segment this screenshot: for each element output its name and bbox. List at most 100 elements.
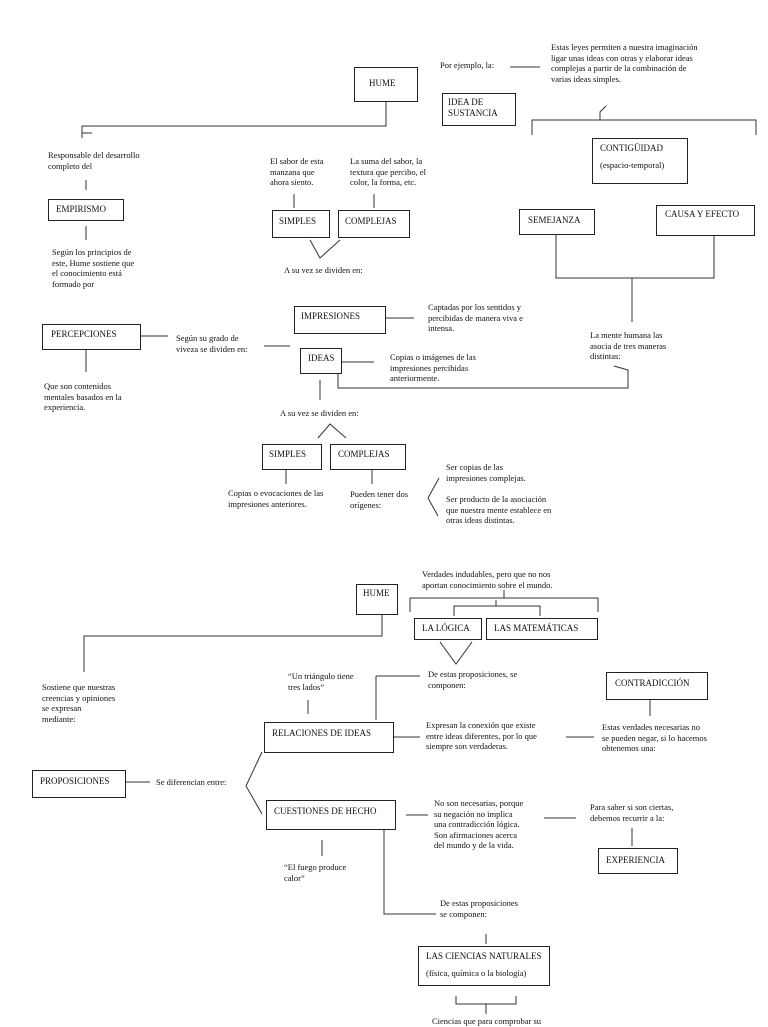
text-line: La mente humana las [590, 330, 663, 340]
suma-text: La suma del sabor, la textura que percib… [350, 156, 426, 188]
ciencias-box: LAS CIENCIAS NATURALES (física, química … [418, 946, 550, 986]
ser-producto-text: Ser producto de la asociación que nuestr… [446, 494, 551, 526]
verdades-text: Verdades indudables, pero que no nos apo… [422, 569, 553, 590]
text-line: completo del [48, 160, 93, 171]
logica-box: LA LÓGICA [414, 618, 482, 640]
percepciones-box: PERCEPCIONES [42, 324, 141, 350]
text-line: tres lados” [288, 681, 325, 692]
text-line: siempre son verdaderas. [426, 741, 508, 751]
idea-sustancia-line: IDEA DE [448, 97, 484, 107]
ciencias-que-text: Ciencias que para comprobar su [432, 1016, 542, 1026]
text-line: se componen: [440, 908, 487, 919]
triangulo-text: “Un triángulo tiene tres lados” [288, 671, 354, 692]
text-line: orígenes: [350, 499, 382, 510]
ciencias-sub: (física, química o la biología) [426, 968, 527, 978]
text-line: ahora siento. [270, 177, 314, 187]
copias-text: Copias o imágenes de las impresiones per… [390, 352, 476, 384]
text-line: complejas a partir de la combinación de [551, 63, 687, 73]
text-line: Para saber si son ciertas, [590, 802, 674, 812]
text-line: Según los principios de [52, 247, 132, 257]
cuestiones-box: CUESTIONES DE HECHO [266, 800, 396, 830]
text-line: asocia de tres maneras [590, 340, 667, 351]
contiguidad-box: CONTIGÜIDAD (espacio-temporal) [592, 138, 688, 184]
text-line: mediante: [42, 713, 76, 724]
pueden-tener-text: Pueden tener dos orígenes: [350, 489, 408, 510]
contradiccion-box: CONTRADICCIÓN [606, 672, 708, 700]
text-line: obtenemos una: [602, 743, 656, 753]
text-line: impresiones anteriores. [228, 498, 307, 509]
simples-box-1: SIMPLES [272, 210, 330, 238]
text-line: Ser producto de la asociación [446, 494, 547, 504]
text-line: color, la forma, etc. [350, 177, 417, 187]
contiguidad-sub: (espacio-temporal) [600, 160, 665, 170]
text-line: “Un triángulo tiene [288, 671, 354, 681]
text-line: Sostiene que nuestras [42, 682, 116, 692]
sostiene-text: Sostiene que nuestras creencias y opinio… [42, 682, 115, 724]
relaciones-box: RELACIONES DE IDEAS [264, 722, 394, 753]
text-line: percibidas de manera viva e [428, 312, 523, 323]
fuego-text: “El fuego produce calor” [284, 862, 346, 883]
para-saber-text: Para saber si son ciertas, debemos recur… [590, 802, 673, 823]
text-line: impresiones complejas. [446, 472, 526, 483]
text-line: Responsable del desarrollo [48, 150, 140, 160]
text-line: del mundo y de la vida. [434, 840, 514, 850]
text-line: Copias o imágenes de las [390, 352, 476, 362]
text-line: viveza se dividen en: [176, 343, 248, 354]
text-line: De estas proposiciones, se [428, 669, 518, 679]
text-line: experiencia. [44, 402, 86, 412]
text-line: creencias y opiniones [42, 692, 116, 703]
text-line: una contradicción lógica. [434, 819, 520, 829]
no-necesarias-text: No son necesarias, porque su negación no… [434, 798, 523, 851]
text-line: varias ideas simples. [551, 73, 622, 84]
segun-principios-text: Según los principios de este, Hume sosti… [52, 247, 134, 289]
text-line: anteriormente. [390, 373, 440, 383]
text-line: intensa. [428, 323, 455, 333]
a-su-vez-text-1: A su vez se dividen en: [284, 265, 363, 275]
se-diferencian-text: Se diferencian entre: [156, 777, 227, 787]
hume-box-2: HUME [356, 584, 398, 615]
text-line: No son necesarias, porque [434, 798, 524, 808]
segun-grado-text: Según su grado de viveza se dividen en: [176, 333, 248, 354]
text-line: componen: [428, 679, 466, 690]
text-line: Captadas por los sentidos y [428, 302, 522, 312]
text-line: manzana que [270, 166, 315, 177]
empirismo-box: EMPIRISMO [48, 199, 124, 221]
text-line: el conocimiento está [52, 268, 122, 278]
idea-sustancia-box: IDEA DE SUSTANCIA [442, 93, 516, 126]
text-line: su negación no implica [434, 808, 513, 819]
text-line: Son afirmaciones acerca [434, 829, 518, 840]
leyes-text: Estas leyes permiten a nuestra imaginaci… [551, 42, 698, 84]
text-line: Ser copias de las [446, 462, 503, 472]
text-line: Que son contenidos [44, 381, 112, 391]
contenidos-text: Que son contenidos mentales basados en l… [44, 381, 122, 413]
responsable-text: Responsable del desarrollo completo del [48, 150, 140, 171]
text-line: impresiones percibidas [390, 362, 469, 373]
text-line: distintas: [590, 351, 621, 361]
a-su-vez-text-2: A su vez se dividen en: [280, 408, 359, 418]
ideas-box: IDEAS [300, 348, 342, 374]
complejas-box-1: COMPLEJAS [338, 210, 410, 238]
de-estas-text-2: De estas proposiciones se componen: [440, 898, 518, 919]
idea-sustancia-line: SUSTANCIA [448, 108, 498, 118]
text-line: Copias o evocaciones de las [228, 488, 324, 498]
semejanza-box: SEMEJANZA [519, 209, 595, 235]
text-line: calor” [284, 872, 305, 883]
complejas-box-2: COMPLEJAS [330, 444, 406, 470]
ciencias-label: LAS CIENCIAS NATURALES [426, 951, 542, 961]
text-line: De estas proposiciones [440, 898, 518, 908]
simples-box-2: SIMPLES [262, 444, 322, 470]
mente-asocia-text: La mente humana las asocia de tres maner… [590, 330, 666, 362]
text-line: otras ideas distintas. [446, 515, 515, 525]
matematicas-box: LAS MATEMÁTICAS [486, 618, 598, 640]
text-line: se expresan [42, 703, 82, 713]
text-line: Estas leyes permiten a nuestra imaginaci… [551, 42, 698, 52]
expresan-text: Expresan la conexión que existe entre id… [426, 720, 537, 752]
text-line: textura que percibo, el [350, 166, 426, 177]
text-line: debemos recurrir a la: [590, 812, 665, 823]
necesarias-text: Estas verdades necesarias no se pueden n… [602, 722, 707, 754]
impresiones-box: IMPRESIONES [294, 306, 386, 334]
text-line: Según su grado de [176, 333, 239, 343]
text-line: Expresan la conexión que existe [426, 720, 536, 730]
text-line: mentales basados en la [44, 391, 122, 402]
